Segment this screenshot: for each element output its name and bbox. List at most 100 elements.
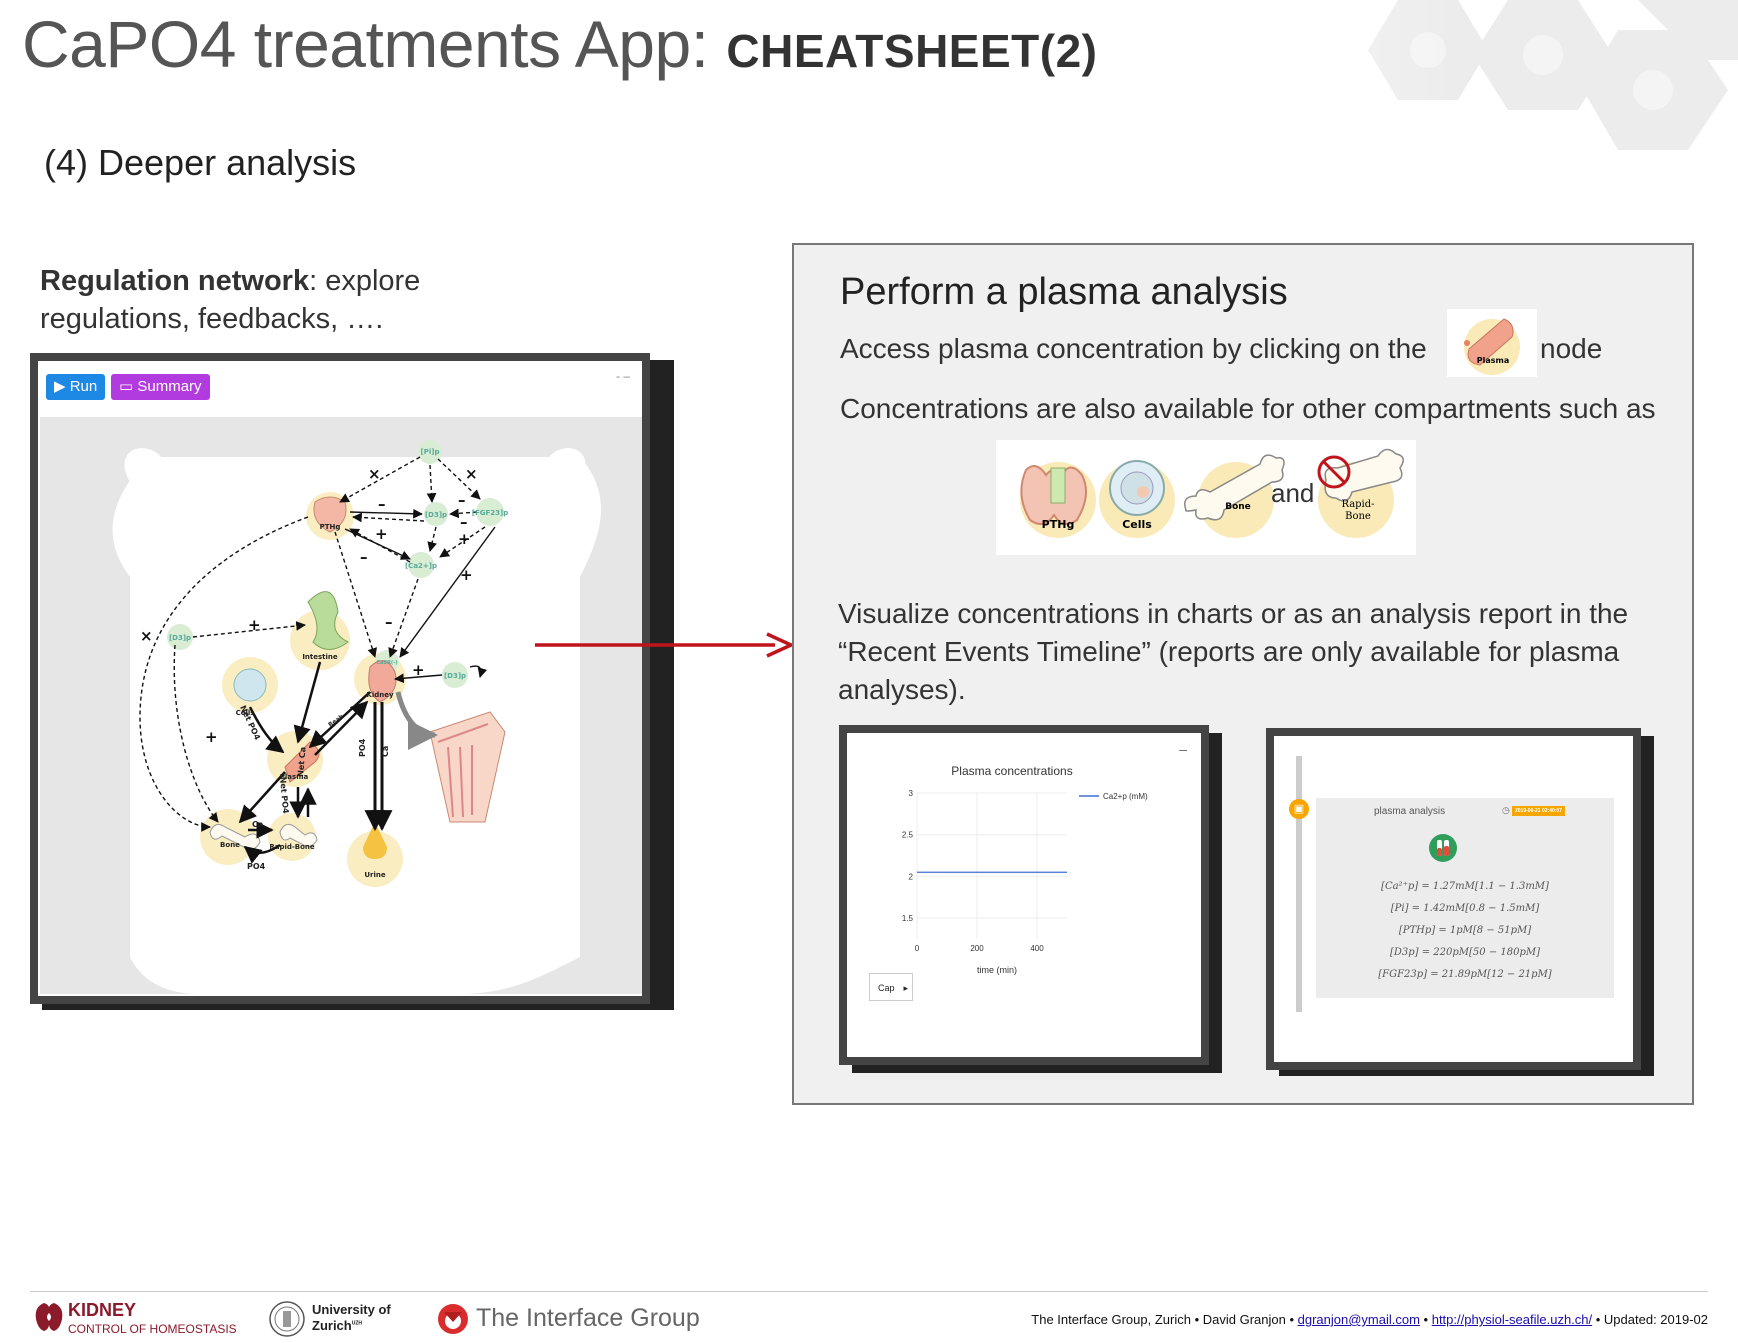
pthg-icon: PTHg xyxy=(1020,462,1096,538)
summary-label: Summary xyxy=(137,378,202,395)
node-kidney: Kidney xyxy=(366,691,394,699)
section-title: (4) Deeper analysis xyxy=(44,142,357,183)
chart-window-control[interactable]: – xyxy=(1179,741,1187,757)
footer-divider xyxy=(30,1291,1708,1292)
sign: – xyxy=(378,495,386,513)
kidney-logo-icon xyxy=(35,1303,63,1331)
select-arrow-icon: ▸ xyxy=(903,983,908,993)
report-row: [PTHp] = 1pM[8 − 51pM] xyxy=(1398,925,1532,936)
chart-xlabel: time (min) xyxy=(977,965,1017,975)
panel-line2: Concentrations are also available for ot… xyxy=(840,393,1656,424)
summary-button[interactable]: ▭ Summary xyxy=(111,374,210,400)
clock-icon: ◷ xyxy=(1502,805,1510,815)
run-button[interactable]: ▶ Run xyxy=(46,374,106,400)
node-plasma: Plasma xyxy=(280,773,309,781)
email-link[interactable]: dgranjon@ymail.com xyxy=(1297,1312,1420,1327)
edge-po4-bone: PO4 xyxy=(247,862,266,871)
y-tick-label: 3 xyxy=(909,789,914,798)
icons-and: and xyxy=(1271,478,1315,508)
pointer-arrow xyxy=(535,632,795,658)
icon-pthg-label: PTHg xyxy=(1042,518,1075,531)
sign: – xyxy=(460,513,468,531)
sign: + xyxy=(458,530,471,548)
node-pthg: PTHg xyxy=(320,523,341,531)
legend-label: Ca2+p (mM) xyxy=(1103,792,1148,801)
compartment-icons: PTHg Cells Bone Rapid- Bone xyxy=(996,440,1416,555)
report-rows: [Ca²⁺p] = 1.27mM[1.1 − 1.3mM] [Pi] = 1.4… xyxy=(1316,876,1614,986)
monitor-icon: ▭ xyxy=(119,378,134,395)
report-row: [Pi] = 1.42mM[0.8 − 1.5mM] xyxy=(1390,903,1540,914)
node-urine: Urine xyxy=(364,871,386,879)
website-link[interactable]: http://physiol-seafile.uzh.ch/ xyxy=(1431,1312,1593,1327)
rapid-bone-icon: Rapid- Bone xyxy=(1317,448,1404,538)
sign: + xyxy=(460,566,473,584)
panel-title: Perform a plasma analysis xyxy=(840,271,1288,313)
node-cells: Cells xyxy=(236,709,255,717)
page-title: CaPO4 treatments App: CHEATSHEET(2) xyxy=(22,6,1097,82)
sign: – xyxy=(385,613,393,631)
x-tick-label: 200 xyxy=(970,944,984,953)
timeline-event-icon[interactable]: ▣ xyxy=(1289,799,1309,819)
select-value: Cap xyxy=(878,983,895,993)
report-title: plasma analysis xyxy=(1374,806,1446,817)
chart-title: Plasma concentrations xyxy=(951,764,1072,778)
node-fgf23: [FGF23]p xyxy=(472,509,508,517)
footer-credits: The Interface Group, Zurich • David Gran… xyxy=(1031,1312,1708,1327)
sign: + xyxy=(248,616,261,634)
sign: – xyxy=(458,491,466,509)
interface-logo-text: The Interface Group xyxy=(476,1304,700,1332)
plasma-node-icon[interactable]: Plasma xyxy=(1447,309,1537,377)
edge-net-po4-2: Net PO4 xyxy=(278,776,290,814)
edge-po4: PO4 xyxy=(358,738,367,757)
uzh-line1: University of xyxy=(312,1302,391,1317)
report-row: [FGF23p] = 21.89pM[12 − 21pM] xyxy=(1378,969,1552,980)
cells-icon: Cells xyxy=(1099,460,1175,538)
network-canvas[interactable]: × × – – – + + + + + – × + – [Pi]p PTHg [… xyxy=(40,417,642,994)
sign: × xyxy=(140,627,153,645)
node-bone: Bone xyxy=(220,841,240,849)
node-intestine: Intestine xyxy=(302,653,338,661)
uzh-seal-icon xyxy=(269,1301,305,1337)
y-tick-label: 1.5 xyxy=(902,914,914,923)
panel-line1: Access plasma concentration by clicking … xyxy=(840,333,1427,364)
network-graph: × × – – – + + + + + – × + – [Pi]p PTHg [… xyxy=(112,440,601,994)
node-casr: CaSR(-) xyxy=(376,660,397,666)
sign: + xyxy=(412,661,425,679)
node-d3-left: [D3]p xyxy=(169,634,191,642)
compartment-select[interactable]: Cap ▸ xyxy=(869,973,913,1001)
panel-line1-end: node xyxy=(1540,333,1603,364)
regulation-rest: : explore regulations, feedbacks, …. xyxy=(40,265,421,335)
interface-logo-icon xyxy=(438,1304,468,1334)
network-window: ▶ Run ▭ Summary - – xyxy=(30,353,650,1004)
regulation-bold: Regulation network xyxy=(40,265,310,297)
node-rapid-bone: Rapid-Bone xyxy=(269,843,315,851)
sign: × xyxy=(368,465,381,483)
sign: + xyxy=(205,728,218,746)
edge-net-ca: Net Ca xyxy=(296,747,308,778)
uzh-line2: ZurichUZH xyxy=(312,1318,363,1333)
edge-ca: Ca xyxy=(381,746,390,757)
plasma-analysis-panel: Perform a plasma analysis Access plasma … xyxy=(792,243,1694,1105)
kidney-logo-title: KIDNEY xyxy=(68,1300,137,1320)
sign: + xyxy=(375,525,388,543)
window-controls[interactable]: - – xyxy=(615,369,630,383)
x-tick-label: 0 xyxy=(915,944,920,953)
interface-group-logo: The Interface Group xyxy=(436,1302,716,1338)
icon-rapid-bone-label-1: Rapid- xyxy=(1341,499,1374,510)
node-ca2: [Ca2+]p xyxy=(405,562,437,570)
icon-cells-label: Cells xyxy=(1122,518,1152,531)
chart-grid xyxy=(916,792,1067,939)
report-row: [Ca²⁺p] = 1.27mM[1.1 − 1.3mM] xyxy=(1381,881,1549,892)
report-row: [D3p] = 220pM[50 − 180pM] xyxy=(1389,947,1541,958)
node-pi: [Pi]p xyxy=(421,448,440,456)
y-tick-label: 2 xyxy=(909,872,914,881)
bone-icon: Bone xyxy=(1184,454,1285,538)
icon-rapid-bone-label-2: Bone xyxy=(1345,511,1371,522)
x-tick-label: 400 xyxy=(1030,944,1044,953)
report-card: plasma analysis ◷ 2019-06-21 02:40:07 [C… xyxy=(1316,798,1614,998)
flask-icon xyxy=(1429,834,1457,862)
edge-ca-bone: Ca xyxy=(252,820,263,829)
node-d3-right: [D3]p xyxy=(444,672,466,680)
